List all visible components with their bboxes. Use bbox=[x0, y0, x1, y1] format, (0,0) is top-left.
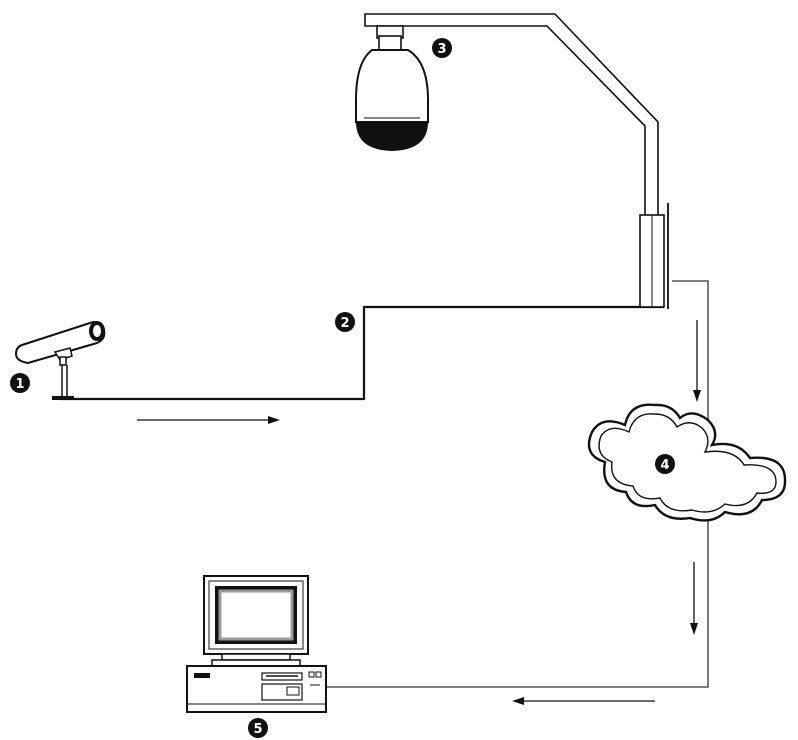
computer-workstation-icon bbox=[186, 575, 327, 713]
network-cable-lower bbox=[326, 510, 709, 688]
arrow-down-icon bbox=[693, 320, 701, 402]
callout-label: 4 bbox=[660, 458, 669, 473]
ptz-dome-camera-icon bbox=[355, 35, 429, 151]
network-cable bbox=[672, 280, 709, 428]
fixed-box-camera-icon bbox=[14, 320, 106, 400]
callout-label: 3 bbox=[437, 42, 446, 57]
flow-arrows bbox=[137, 320, 701, 705]
callout-label: 1 bbox=[15, 377, 24, 392]
callout-label: 2 bbox=[340, 316, 349, 331]
arrow-right-icon bbox=[137, 416, 280, 424]
cloud-icon bbox=[587, 403, 787, 522]
callout-label: 5 bbox=[253, 722, 262, 737]
pendant-wall-mount-icon bbox=[364, 13, 669, 309]
video-cable bbox=[60, 305, 664, 401]
arrow-left-icon bbox=[512, 697, 655, 705]
callout-5: 5 bbox=[248, 718, 268, 738]
arrow-down-icon bbox=[690, 562, 698, 635]
callout-2: 2 bbox=[335, 312, 355, 332]
callout-4: 4 bbox=[655, 454, 675, 474]
callout-1: 1 bbox=[10, 373, 30, 393]
callout-3: 3 bbox=[432, 38, 452, 58]
